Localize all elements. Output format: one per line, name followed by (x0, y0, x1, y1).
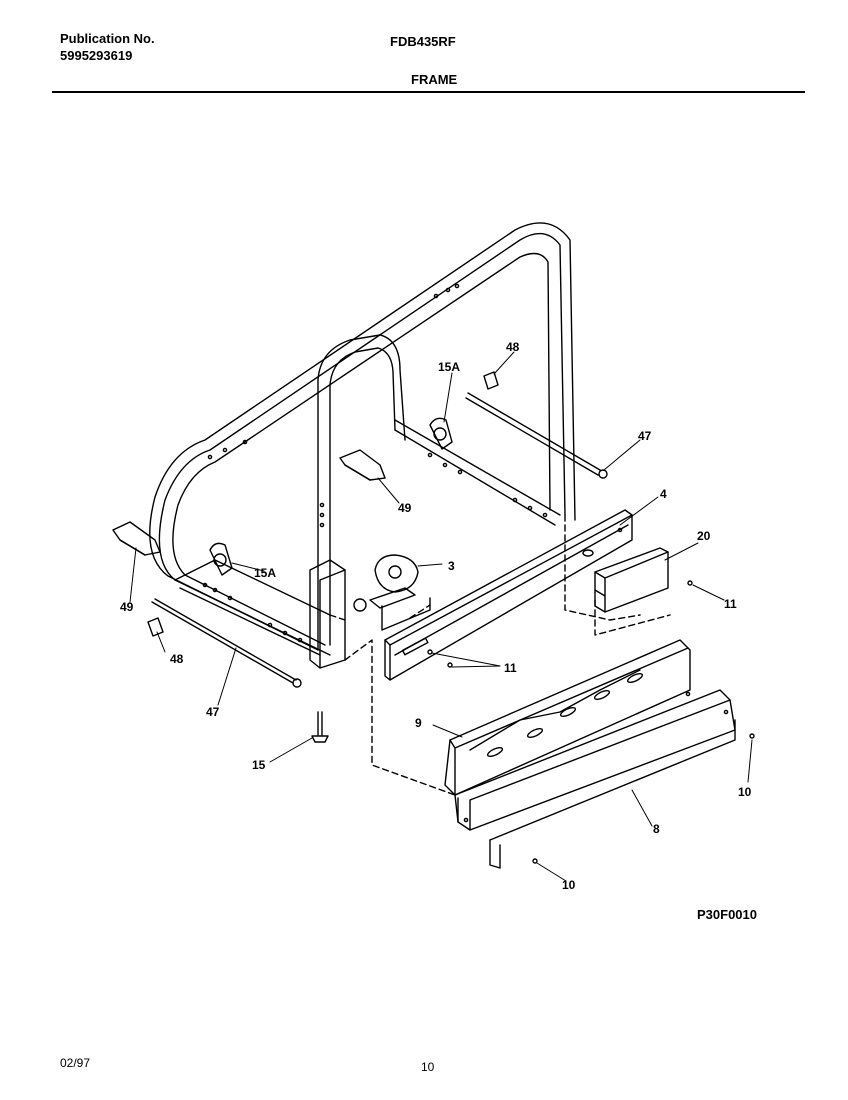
toe-plate-part-8 (454, 689, 736, 869)
tub-frame (149, 222, 576, 669)
callout-labels: 4 3 20 11 11 9 8 10 10 15 47 47 49 49 48… (120, 340, 757, 922)
rod-part-47 (151, 392, 608, 688)
leader-lines (129, 351, 753, 882)
page-number: 10 (421, 1060, 435, 1074)
callout-15a-right: 15A (438, 360, 460, 374)
crossbar-part-4 (384, 509, 633, 681)
callout-11-right: 11 (724, 597, 737, 611)
screw-part-15 (311, 711, 329, 743)
clip-part-48 (147, 371, 499, 637)
callout-8: 8 (653, 822, 660, 836)
publication-label: Publication No. (60, 31, 155, 46)
callout-47-right: 47 (638, 429, 652, 443)
header-rule (52, 91, 805, 93)
diagram-reference: P30F0010 (697, 907, 757, 922)
roller-part-15a (209, 417, 453, 576)
callout-48-left: 48 (170, 652, 184, 666)
valve-part-3 (353, 554, 431, 631)
callout-49-right: 49 (398, 501, 412, 515)
bracket-part-49 (112, 449, 386, 556)
footer-date: 02/97 (60, 1056, 91, 1070)
kick-panel-part-9 (444, 639, 691, 796)
callout-20: 20 (697, 529, 711, 543)
section-title: FRAME (411, 72, 458, 87)
callout-10-bottom: 10 (562, 878, 576, 892)
callout-15a-left: 15A (254, 566, 276, 580)
alignment-lines (329, 514, 671, 796)
callout-10-right: 10 (738, 785, 752, 799)
callout-11-center: 11 (504, 661, 517, 675)
callout-47-left: 47 (206, 705, 220, 719)
callout-3: 3 (448, 559, 455, 573)
model-number: FDB435RF (390, 34, 456, 49)
callout-9: 9 (415, 716, 422, 730)
callout-48-right: 48 (506, 340, 520, 354)
callout-4: 4 (660, 487, 667, 501)
callout-15: 15 (252, 758, 266, 772)
cover-part-20 (594, 547, 669, 613)
publication-number: 5995293619 (60, 48, 133, 63)
screws-part-10-11 (427, 580, 755, 864)
callout-49-left: 49 (120, 600, 134, 614)
